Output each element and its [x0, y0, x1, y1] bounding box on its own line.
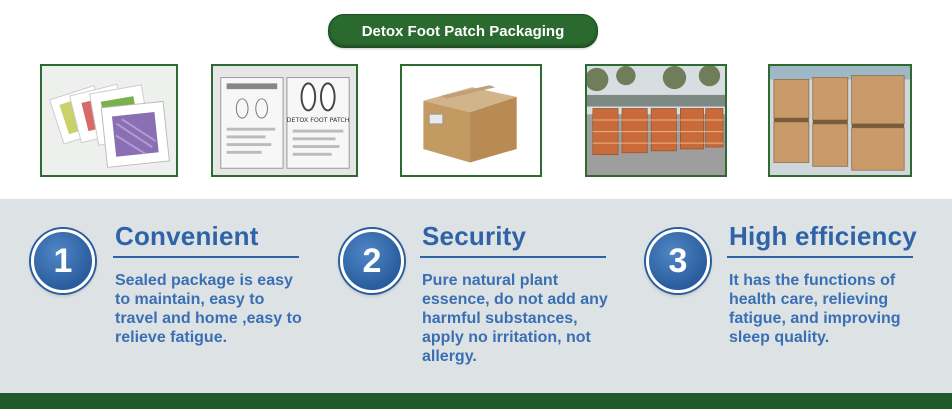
feature-divider — [420, 256, 606, 258]
number-1-badge: 1 — [31, 229, 95, 293]
feature-description-security: Pure natural plant essence, do not add a… — [422, 272, 608, 365]
feature-title-convenient: Convenient — [115, 221, 259, 251]
feature-title-security: Security — [422, 221, 527, 251]
feature-divider — [113, 256, 299, 258]
number-2-badge: 2 — [340, 229, 404, 293]
box-label: DETOX FOOT PATCH — [287, 117, 350, 124]
footer-bar — [0, 393, 952, 409]
warehouse-pallets-photo — [768, 64, 912, 177]
carton-box-photo — [400, 64, 542, 177]
feature-description-high-efficiency: It has the functions of health care, rel… — [729, 272, 901, 346]
feature-description-convenient: Sealed package is easy to maintain, easy… — [115, 272, 302, 346]
number-3-badge: 3 — [646, 229, 710, 293]
feature-title-high-efficiency: High efficiency — [729, 221, 917, 251]
page-title: Detox Foot Patch Packaging — [328, 14, 598, 48]
feature-divider — [727, 256, 913, 258]
foot-patch-pads-photo — [40, 64, 178, 177]
detox-foot-patch-box-photo: DETOX FOOT PATCH — [211, 64, 358, 177]
features-band: 1 Convenient Sealed package is easy to m… — [0, 199, 952, 393]
pallets-outdoor-photo — [585, 64, 727, 177]
